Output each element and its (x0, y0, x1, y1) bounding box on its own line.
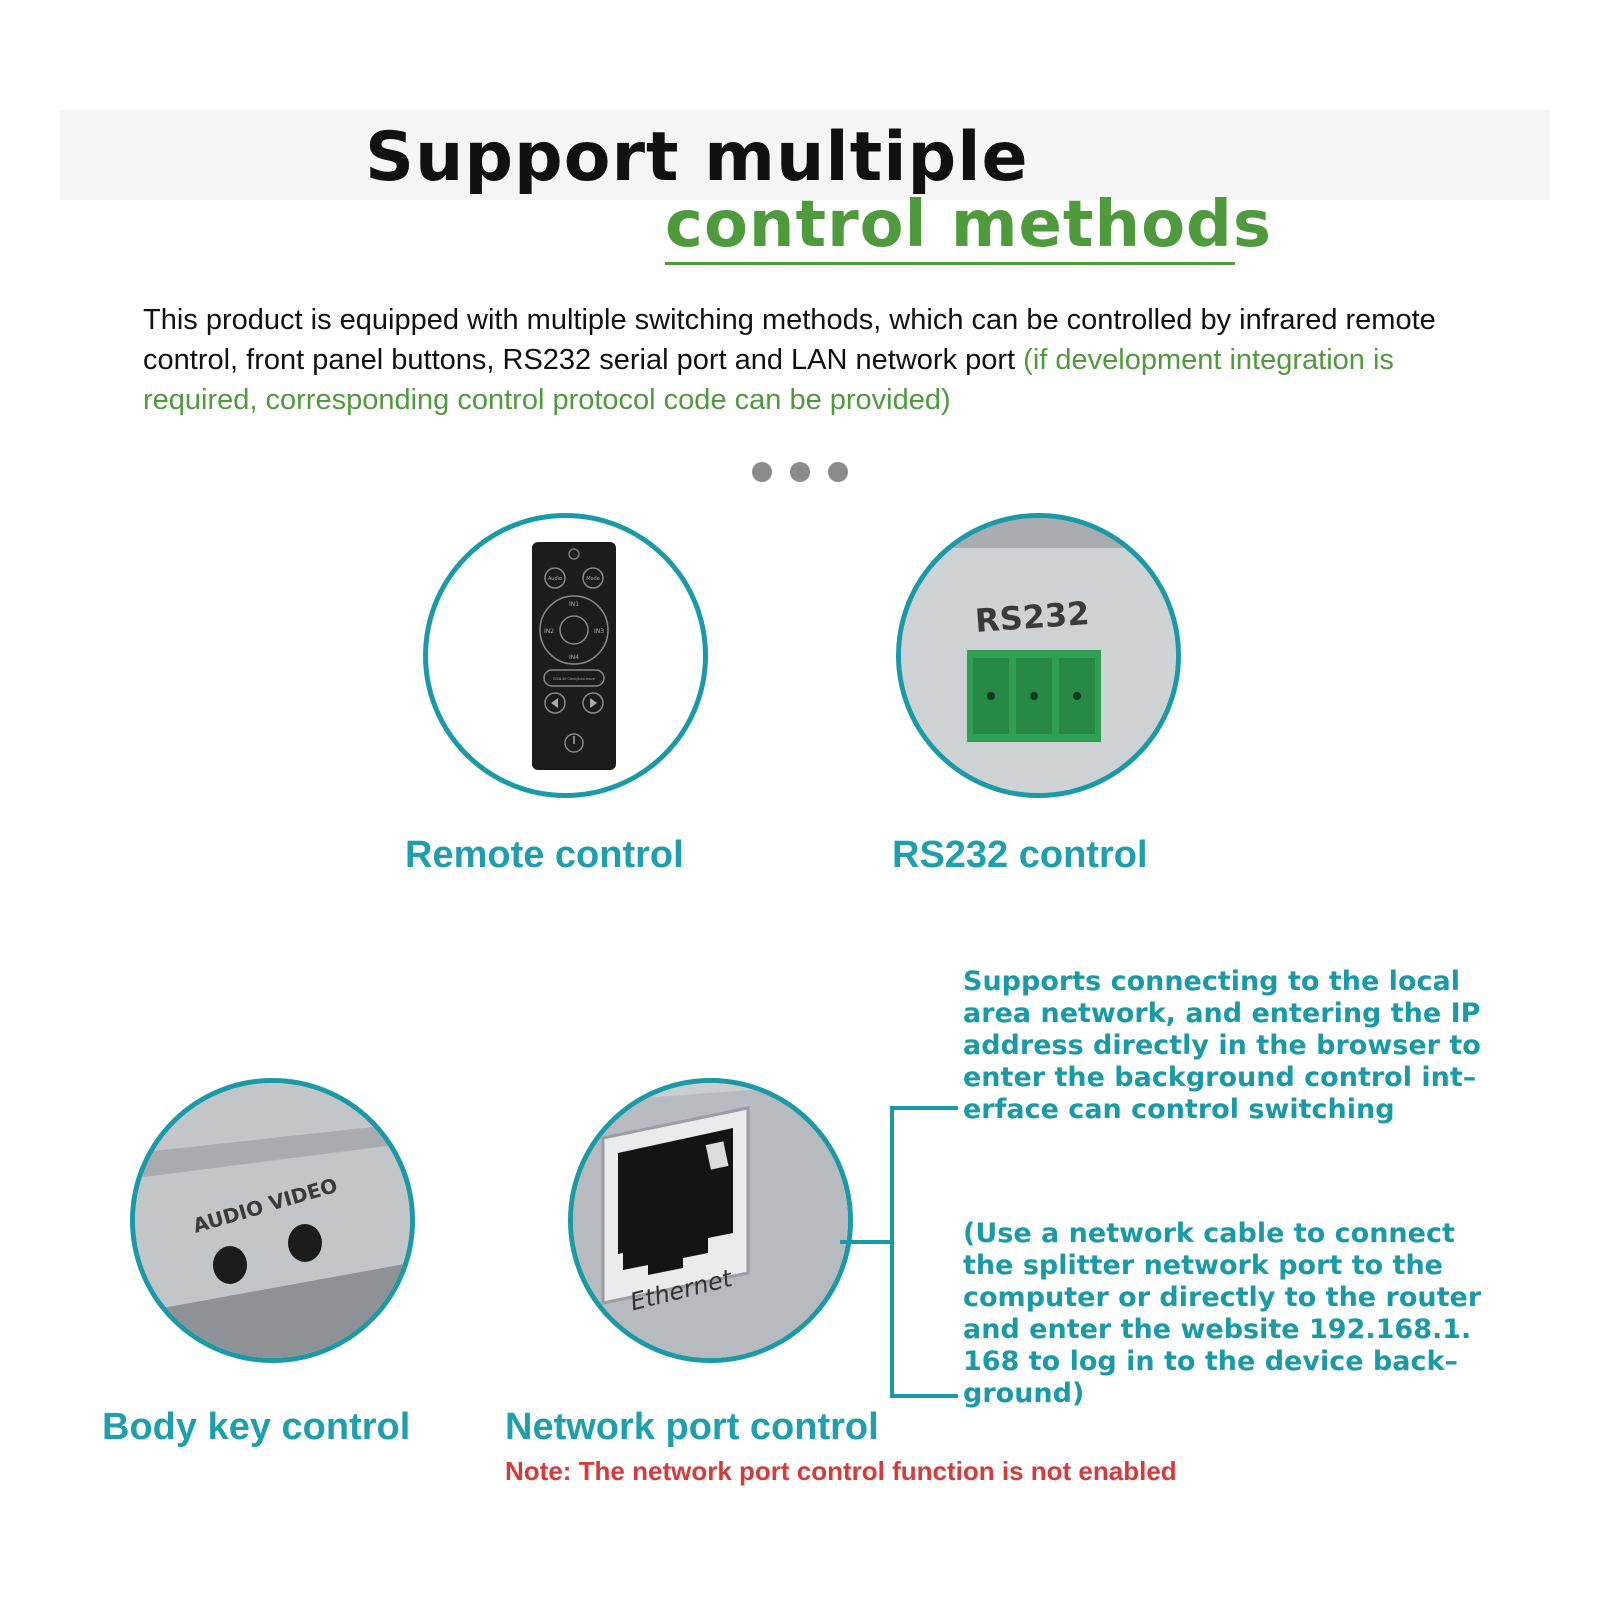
network-description-1: Supports connecting to the local area ne… (963, 966, 1563, 1126)
remote-btn-audio: Audio (548, 576, 562, 582)
bracket-line (840, 1240, 892, 1244)
intro-note-green: (if development integration is required,… (143, 344, 1394, 416)
rs232-port-image: RS232 (896, 513, 1181, 798)
remote-icon: Audio Mode IN1 IN2 IN3 IN4 EDID-4K Clock… (532, 542, 616, 770)
body-key-control-label: Body key control (102, 1406, 411, 1448)
page-title-line2: control methods (665, 188, 1272, 262)
bracket-line (890, 1394, 958, 1398)
remote-btn-edid: EDID-4K Clock/Auto-move (553, 677, 594, 681)
note-text: Note: The network port control function … (505, 1456, 1177, 1486)
remote-btn-in3: IN3 (594, 628, 604, 635)
intro-text: This product is equipped with multiple s… (143, 304, 1436, 376)
text-line: (Use a network cable to connect (963, 1218, 1455, 1249)
remote-btn-in4: IN4 (569, 654, 579, 661)
body-keys-icon: AUDIO VIDEO (135, 1083, 410, 1358)
intro-paragraph: This product is equipped with multiple s… (143, 300, 1473, 420)
dot (790, 462, 810, 482)
rs232-control-label: RS232 control (892, 834, 1148, 876)
dot (828, 462, 848, 482)
ethernet-port-image: Ethernet (568, 1078, 853, 1363)
text-line: address directly in the browser to (963, 1030, 1481, 1061)
remote-control-image: Audio Mode IN1 IN2 IN3 IN4 EDID-4K Clock… (423, 513, 708, 798)
remote-btn-mode: Mode (586, 576, 600, 582)
text-line: ground) (963, 1378, 1085, 1409)
text-line: Supports connecting to the local (963, 966, 1460, 997)
remote-control-label: Remote control (405, 834, 684, 876)
title-band (60, 110, 1550, 200)
bracket-line (890, 1106, 958, 1110)
rs232-panel-text: RS232 (974, 594, 1091, 640)
text-line: erface can control switching (963, 1094, 1395, 1125)
text-line: enter the background control int– (963, 1062, 1477, 1093)
dot (752, 462, 772, 482)
body-key-image: AUDIO VIDEO (130, 1078, 415, 1363)
text-line: computer or directly to the router (963, 1282, 1482, 1313)
text-line: area network, and entering the IP (963, 998, 1481, 1029)
text-line: and enter the website 192.168.1. (963, 1314, 1472, 1345)
network-description-2: (Use a network cable to connect the spli… (963, 1218, 1563, 1410)
remote-btn-in1: IN1 (569, 601, 579, 608)
text-line: the splitter network port to the (963, 1250, 1443, 1281)
rs232-connector-icon: RS232 (901, 518, 1176, 793)
title-underline (665, 262, 1235, 265)
ellipsis-dots (752, 462, 862, 484)
bracket-line (890, 1106, 894, 1396)
text-line: 168 to log in to the device back– (963, 1346, 1458, 1377)
remote-btn-in2: IN2 (544, 628, 554, 635)
network-port-control-label: Network port control (505, 1406, 879, 1448)
page-title-line1: Support multiple (365, 118, 1029, 197)
ethernet-port-icon: Ethernet (573, 1083, 848, 1358)
